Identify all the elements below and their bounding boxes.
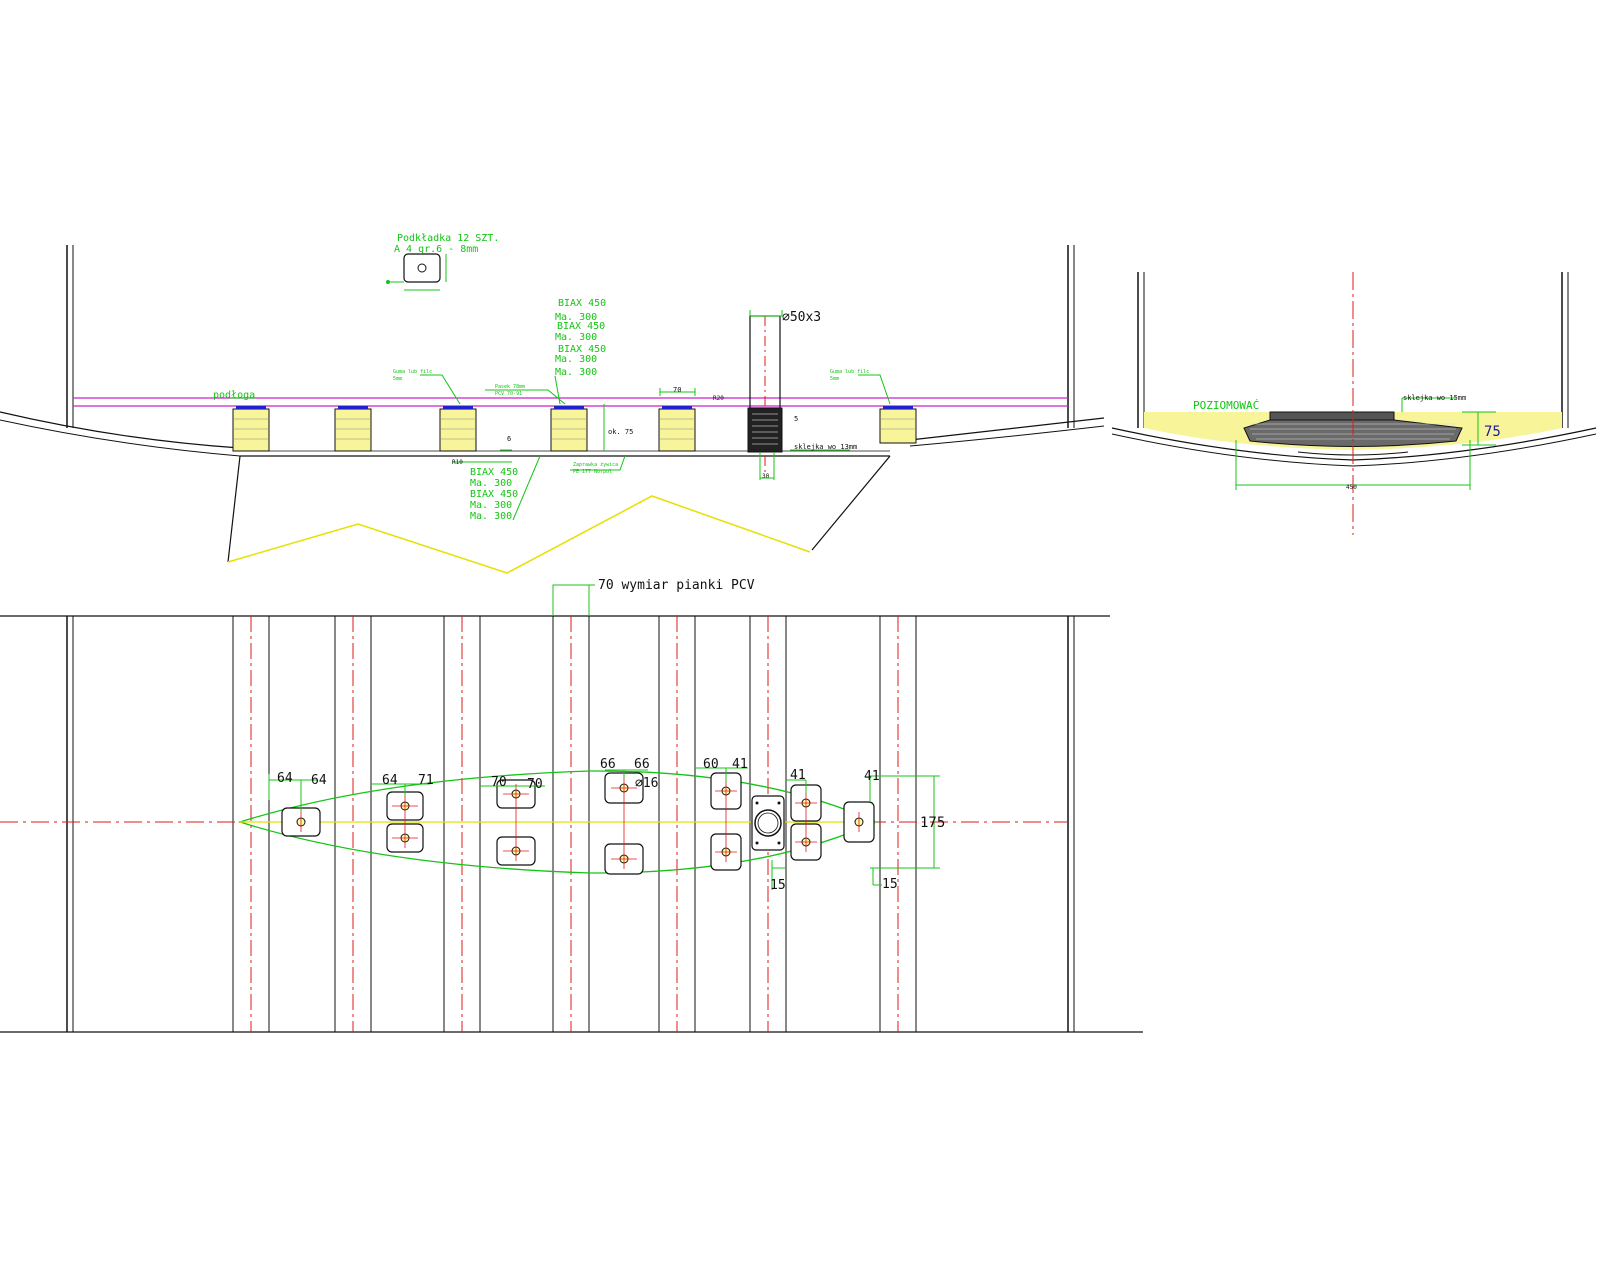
end-dim-75: 75	[1484, 424, 1501, 440]
foam-note-1: Pasek 78mm	[495, 384, 525, 390]
plan-dim-41a: 41	[732, 757, 748, 772]
plan-dim-41b: 41	[790, 768, 806, 783]
plan-dim-66a: 66	[600, 757, 616, 772]
foam-note-2: PCV 70-91	[495, 391, 522, 397]
pipe-label: ⌀50x3	[782, 310, 821, 325]
foam-width-label: 70 wymiar pianki PCV	[598, 578, 755, 593]
plan-dim-64a: 64	[277, 771, 293, 786]
dim-30: 30	[762, 473, 770, 480]
plan-dim-dia16: ⌀16	[635, 776, 658, 791]
floor-block	[439, 408, 477, 452]
biax-bottom-3: BIAX 450	[470, 489, 518, 500]
end-view: POZIOMOWAĆ sklejka wo 15mm 75 450	[1111, 272, 1597, 535]
floor-blocks	[232, 408, 917, 452]
end-dim-450: 450	[1346, 484, 1357, 491]
level-label: POZIOMOWAĆ	[1193, 399, 1259, 412]
biax-top-7: Ma. 300	[555, 367, 597, 378]
plan-dim-15a: 15	[770, 878, 786, 893]
plywood-plate	[1269, 411, 1395, 421]
hull-bottom-right	[909, 417, 1105, 441]
mast-base-plate	[751, 795, 785, 851]
plywood-note: sklejka wo 13mm	[794, 443, 857, 451]
dim-ok75: ok. 75	[608, 428, 633, 436]
dim-r10: R10	[452, 459, 463, 466]
biax-bottom-2: Ma. 300	[470, 478, 512, 489]
floor-label: podłoga	[213, 390, 255, 401]
floor-block	[334, 408, 372, 452]
biax-bottom-1: BIAX 450	[470, 467, 518, 478]
floor-block	[550, 408, 588, 452]
dim-5: 5	[794, 415, 798, 423]
plan-dim-71: 71	[418, 773, 434, 788]
dim-r20: R20	[713, 395, 724, 402]
washer-note-1: Podkładka 12 SZT.	[397, 233, 499, 244]
plan-dim-64c: 64	[382, 773, 398, 788]
dim-6: 6	[507, 435, 511, 443]
mast-step	[747, 310, 783, 476]
keel-right-edge	[811, 455, 891, 551]
rubber-note-right-2: 5mm	[830, 376, 839, 382]
plan-dim-60: 60	[703, 757, 719, 772]
biax-top-4: Ma. 300	[555, 332, 597, 343]
biax-bottom-5: Ma. 300	[470, 511, 512, 522]
biax-top-1: BIAX 450	[558, 298, 606, 309]
plan-dim-66b: 66	[634, 757, 650, 772]
washer-detail	[386, 253, 447, 291]
plan-dim-64b: 64	[311, 773, 327, 788]
biax-top-6: Ma. 300	[555, 354, 597, 365]
resin-note-2: PE 177 Norpol	[573, 469, 612, 475]
biax-top-2: Ma. 300	[555, 312, 597, 323]
plan-dim-70a: 70	[491, 775, 507, 790]
hull-bottom-left	[0, 411, 241, 449]
biax-bottom-4: Ma. 300	[470, 500, 512, 511]
rubber-note-left-1: Guma lub filc	[393, 369, 432, 375]
washer-note-2: A 4 gr.6 - 8mm	[394, 244, 478, 255]
plan-dim-175: 175	[920, 815, 945, 831]
end-plywood-note: sklejka wo 15mm	[1403, 394, 1466, 402]
resin-note-1: Zaprawka żywica	[573, 462, 618, 468]
plan-dim-15b: 15	[882, 877, 898, 892]
keel-left-edge	[227, 455, 241, 563]
biax-top-3: BIAX 450	[557, 321, 605, 332]
keel-guide-line	[227, 495, 811, 574]
dim-70: 70	[673, 386, 681, 394]
biax-top-5: BIAX 450	[558, 344, 606, 355]
floor-block	[879, 408, 917, 444]
plan-view: 70 wymiar pianki PCV 64 64 64 71 70 70 6…	[0, 578, 1143, 1033]
floor-block	[232, 408, 270, 452]
floor-block	[658, 408, 696, 452]
rubber-note-left-2: 5mm	[393, 376, 402, 382]
plan-dim-41c: 41	[864, 769, 880, 784]
section-view: Podkładka 12 SZT. A 4 gr.6 - 8mm BIAX 45…	[0, 233, 1105, 574]
plan-dim-70b: 70	[527, 777, 543, 792]
rubber-note-right-1: Guma lub filc	[830, 369, 869, 375]
